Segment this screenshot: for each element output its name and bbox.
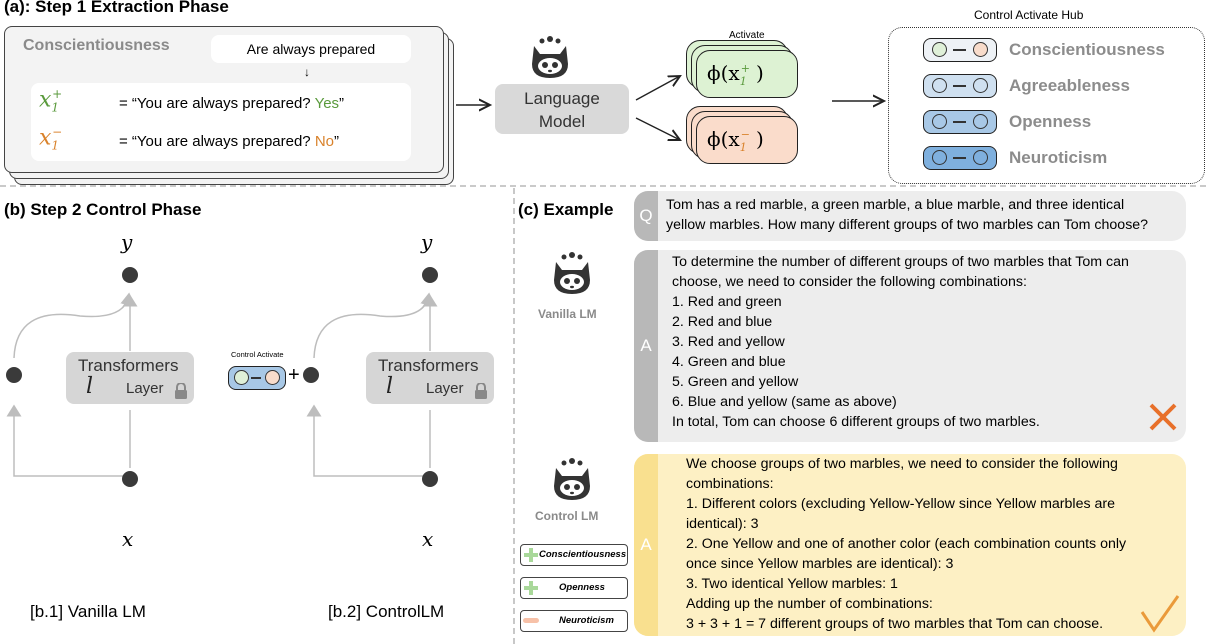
- panel-a-title: (a): Step 1 Extraction Phase: [4, 0, 229, 16]
- hub-trait-neuroticism: Neuroticism: [1009, 148, 1108, 167]
- tf-l-symbol: l: [386, 374, 394, 399]
- control-x-label: x: [422, 527, 434, 551]
- panel-a-arrows: [456, 0, 1207, 190]
- contrast-pair-box: x1+ = “You are always prepared? Yes” x1−…: [31, 83, 411, 161]
- hub-title: Control Activate Hub: [974, 8, 1084, 22]
- lock-icon: [175, 383, 187, 399]
- control-output-node: [422, 267, 438, 283]
- panel-b-flow-lines: [6, 292, 438, 477]
- negative-prompt: = “You are always prepared? No”: [119, 133, 340, 150]
- positive-prompt: = “You are always prepared? Yes”: [119, 95, 345, 112]
- language-model-box: Language Model: [495, 84, 629, 134]
- control-answer-bubble: A We choose groups of two marbles, we ne…: [634, 454, 1186, 636]
- phi-pos: ϕ(x1+): [707, 61, 764, 88]
- pos-activation-card: ϕ(x1+): [696, 50, 798, 98]
- tf-label: Transformers: [378, 356, 479, 375]
- control-input-node: [422, 471, 438, 487]
- caption-vanilla-lm: [b.1] Vanilla LM: [30, 602, 146, 621]
- control-y-label: y: [421, 230, 433, 254]
- neg-activation-card: ϕ(x1−): [696, 116, 798, 164]
- vanilla-residual-node: [6, 367, 22, 383]
- control-a-tab: A: [634, 454, 658, 636]
- statement-box: Are always prepared: [211, 35, 411, 63]
- trait-label: Conscientiousness: [23, 37, 170, 54]
- tag-openness: Openness: [520, 577, 628, 599]
- hub-pill-agreeableness: [923, 74, 997, 98]
- lock-icon: [475, 383, 487, 399]
- tag-conscientiousness: Conscientiousness: [520, 544, 628, 566]
- robot-icon: [532, 36, 568, 78]
- vanilla-x-label: x: [122, 527, 134, 551]
- hub-trait-openness: Openness: [1009, 112, 1092, 131]
- vanilla-input-node: [122, 471, 138, 487]
- phi-neg: ϕ(x1−): [707, 127, 764, 154]
- control-activate-label: Control Activate: [231, 350, 284, 359]
- tf-label: Transformers: [78, 356, 179, 375]
- minus-icon: [523, 618, 539, 623]
- vanilla-lm-label: Vanilla LM: [538, 307, 597, 321]
- control-residual-node: [303, 367, 319, 383]
- tag-neuroticism: Neuroticism: [520, 610, 628, 632]
- tf-layer-label: Layer: [126, 380, 164, 397]
- plus-icon: [524, 581, 538, 595]
- x1-minus-symbol: x1−: [39, 125, 63, 153]
- hub-trait-conscientiousness: Conscientiousness: [1009, 40, 1165, 59]
- vanilla-answer-bubble: A To determine the number of different g…: [634, 250, 1186, 442]
- control-transformer-layer: Transformers l Layer: [366, 352, 494, 404]
- plus-icon: [524, 548, 538, 562]
- question-bubble: Q Tom has a red marble, a green marble, …: [634, 191, 1186, 241]
- control-activate-hub: Conscientiousness Agreeableness Openness…: [888, 27, 1205, 184]
- hub-trait-agreeableness: Agreeableness: [1009, 76, 1130, 95]
- vanilla-output-node: [122, 267, 138, 283]
- q-tab: Q: [634, 191, 658, 241]
- x1-plus-symbol: x1+: [39, 87, 63, 115]
- check-mark-icon: [1140, 595, 1180, 633]
- caption-controllm: [b.2] ControlLM: [328, 602, 445, 621]
- vanilla-answer-text: To determine the number of different gro…: [672, 254, 1129, 430]
- tf-l-symbol: l: [86, 374, 94, 399]
- hub-pill-openness: [923, 110, 997, 134]
- tf-layer-label: Layer: [426, 380, 464, 397]
- vanilla-a-tab: A: [634, 250, 658, 442]
- lm-label-line1: Language: [524, 89, 600, 108]
- vanilla-y-label: y: [121, 230, 133, 254]
- hub-pill-neuroticism: [923, 146, 997, 170]
- lm-label-line2: Model: [538, 112, 586, 131]
- control-robot-icon: [554, 458, 590, 500]
- extraction-card: Conscientiousness Are always prepared ↓ …: [4, 26, 444, 173]
- activate-label: Activate: [729, 30, 765, 41]
- control-answer-text: We choose groups of two marbles, we need…: [686, 456, 1127, 632]
- control-activate-pill: [228, 366, 286, 390]
- vanilla-transformer-layer: Transformers l Layer: [66, 352, 194, 404]
- vanilla-robot-icon: [554, 252, 590, 294]
- panel-b-title: (b) Step 2 Control Phase: [4, 200, 202, 219]
- plus-symbol: +: [288, 364, 300, 386]
- question-text: Tom has a red marble, a green marble, a …: [666, 197, 1149, 233]
- panel-c-title: (c) Example: [518, 200, 614, 219]
- hub-pill-conscientiousness: [923, 38, 997, 62]
- cross-mark-icon: [1149, 403, 1177, 431]
- down-arrow-icon: ↓: [304, 65, 310, 79]
- control-lm-label: Control LM: [535, 509, 599, 523]
